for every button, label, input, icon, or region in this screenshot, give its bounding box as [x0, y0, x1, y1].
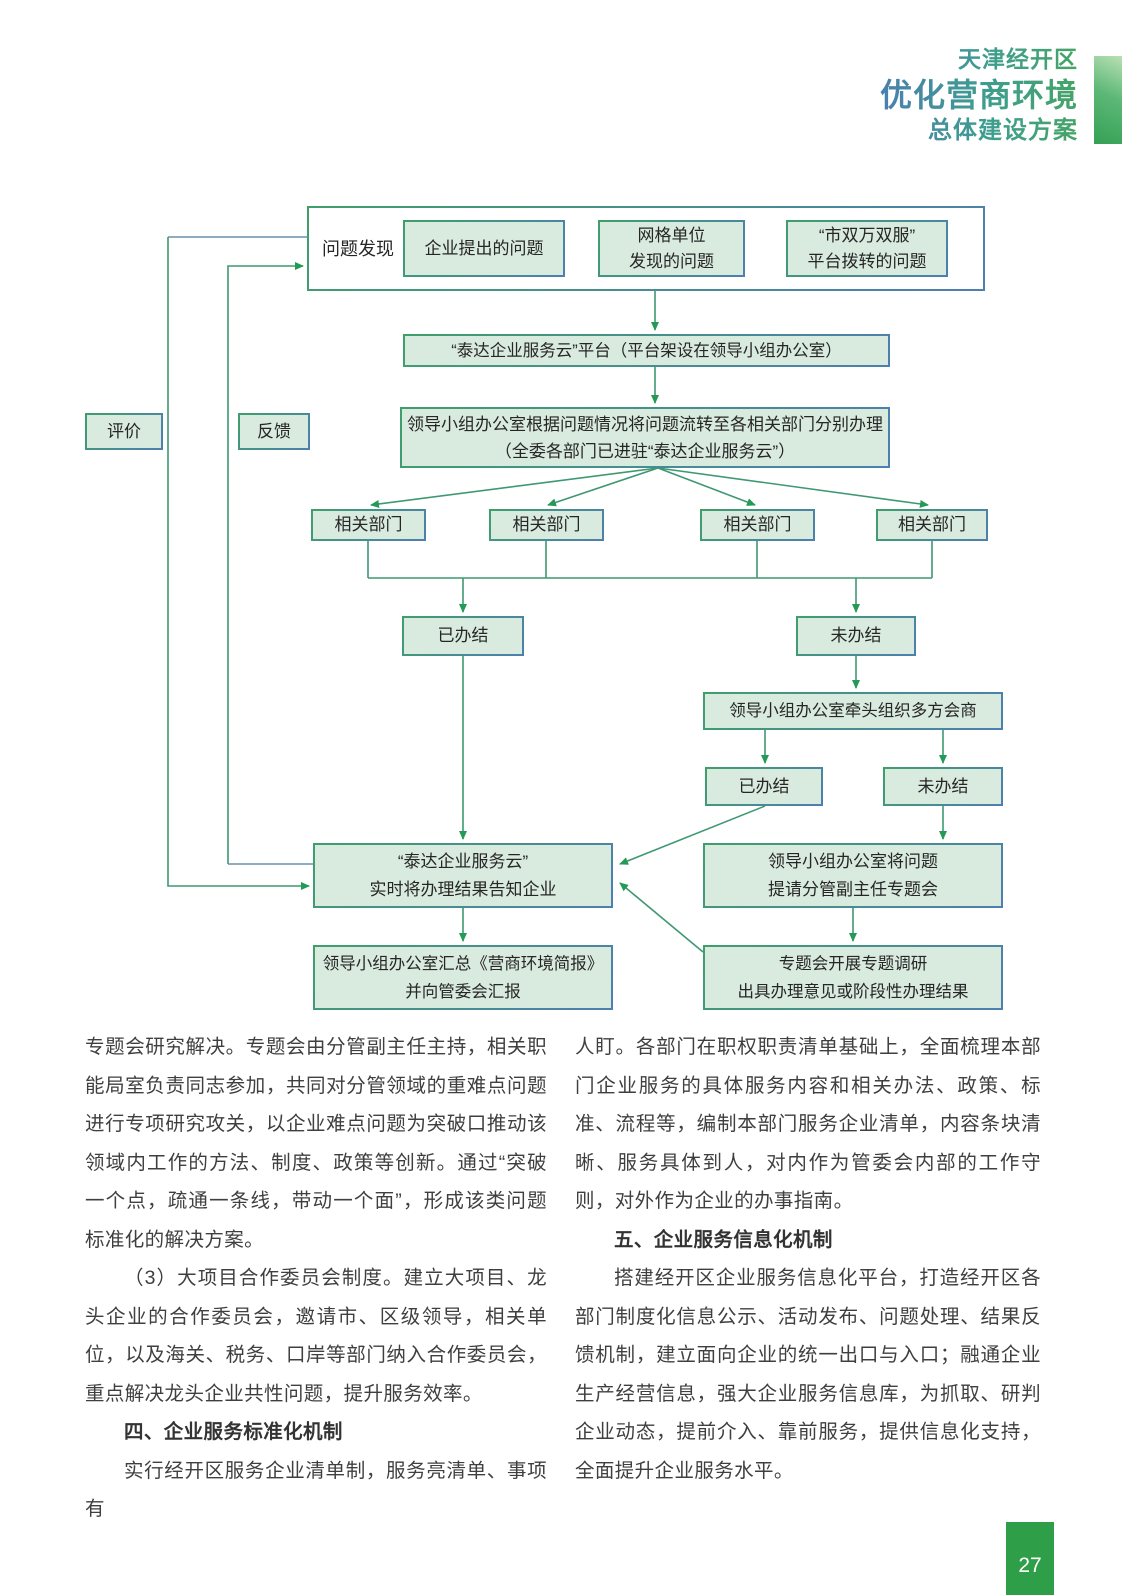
- header-title-large: 优化营商环境: [879, 77, 1078, 113]
- problem-discovery-label: 问题发现: [322, 238, 394, 259]
- section-heading-5: 五、企业服务信息化机制: [614, 1228, 833, 1251]
- header-accent-bar: [1094, 56, 1122, 144]
- flow-box-department-1: 相关部门: [311, 509, 426, 541]
- paragraph: 专题会研究解决。专题会由分管副主任主持，相关职能局室负责同志参加，共同对分管领域…: [85, 1036, 547, 1251]
- flow-box-escalate-meeting: 领导小组办公室将问题 提请分管副主任专题会: [703, 843, 1003, 908]
- section-heading-4: 四、企业服务标准化机制: [124, 1421, 343, 1443]
- flow-box-evaluate: 评价: [85, 413, 163, 450]
- flow-box-dispatch: 领导小组办公室根据问题情况将问题流转至各相关部门分别办理 （全委各部门已进驻“泰…: [400, 407, 890, 468]
- page-number-badge: 27: [1006, 1522, 1054, 1595]
- flow-box-notify-enterprise: “泰达企业服务云” 实时将办理结果告知企业: [313, 843, 613, 908]
- flow-box-source-city-platform: “市双万双服” 平台拨转的问题: [786, 220, 948, 277]
- flow-box-teda-cloud-platform: “泰达企业服务云”平台（平台架设在领导小组办公室）: [403, 334, 890, 367]
- flow-box-feedback: 反馈: [238, 413, 310, 450]
- header-title-sub: 总体建设方案: [880, 115, 1078, 147]
- flow-box-source-grid-unit: 网格单位 发现的问题: [598, 220, 745, 277]
- flow-box-department-4: 相关部门: [876, 509, 988, 541]
- body-column-right: 人盯。各部门在职权职责清单基础上，全面梳理本部门企业服务的具体服务内容和相关办法…: [575, 1028, 1041, 1490]
- document-header: 天津经开区 优化营商环境 总体建设方案: [880, 44, 1078, 147]
- flow-box-consultation: 领导小组办公室牵头组织多方会商: [703, 692, 1003, 730]
- paragraph: 搭建经开区企业服务信息化平台，打造经开区各部门制度化信息公示、活动发布、问题处理…: [575, 1267, 1041, 1482]
- flow-box-resolved-1: 已办结: [402, 616, 524, 656]
- flow-box-report-summary: 领导小组办公室汇总《营商环境简报》 并向管委会汇报: [313, 945, 613, 1010]
- paragraph: （3）大项目合作委员会制度。建立大项目、龙头企业的合作委员会，邀请市、区级领导，…: [85, 1267, 547, 1405]
- flow-box-source-enterprise: 企业提出的问题: [403, 220, 565, 277]
- body-column-left: 专题会研究解决。专题会由分管副主任主持，相关职能局室负责同志参加，共同对分管领域…: [85, 1028, 547, 1529]
- flow-box-resolved-2: 已办结: [705, 767, 823, 806]
- header-title-small: 天津经开区: [880, 44, 1078, 75]
- flow-box-department-2: 相关部门: [489, 509, 604, 541]
- flow-box-special-research: 专题会开展专题调研 出具办理意见或阶段性办理结果: [703, 945, 1003, 1010]
- paragraph: 实行经开区服务企业清单制，服务亮清单、事项有: [85, 1459, 547, 1521]
- flow-box-department-3: 相关部门: [700, 509, 815, 541]
- paragraph: 人盯。各部门在职权职责清单基础上，全面梳理本部门企业服务的具体服务内容和相关办法…: [575, 1036, 1041, 1212]
- flow-box-unresolved-2: 未办结: [883, 767, 1003, 806]
- flow-box-unresolved-1: 未办结: [796, 616, 916, 656]
